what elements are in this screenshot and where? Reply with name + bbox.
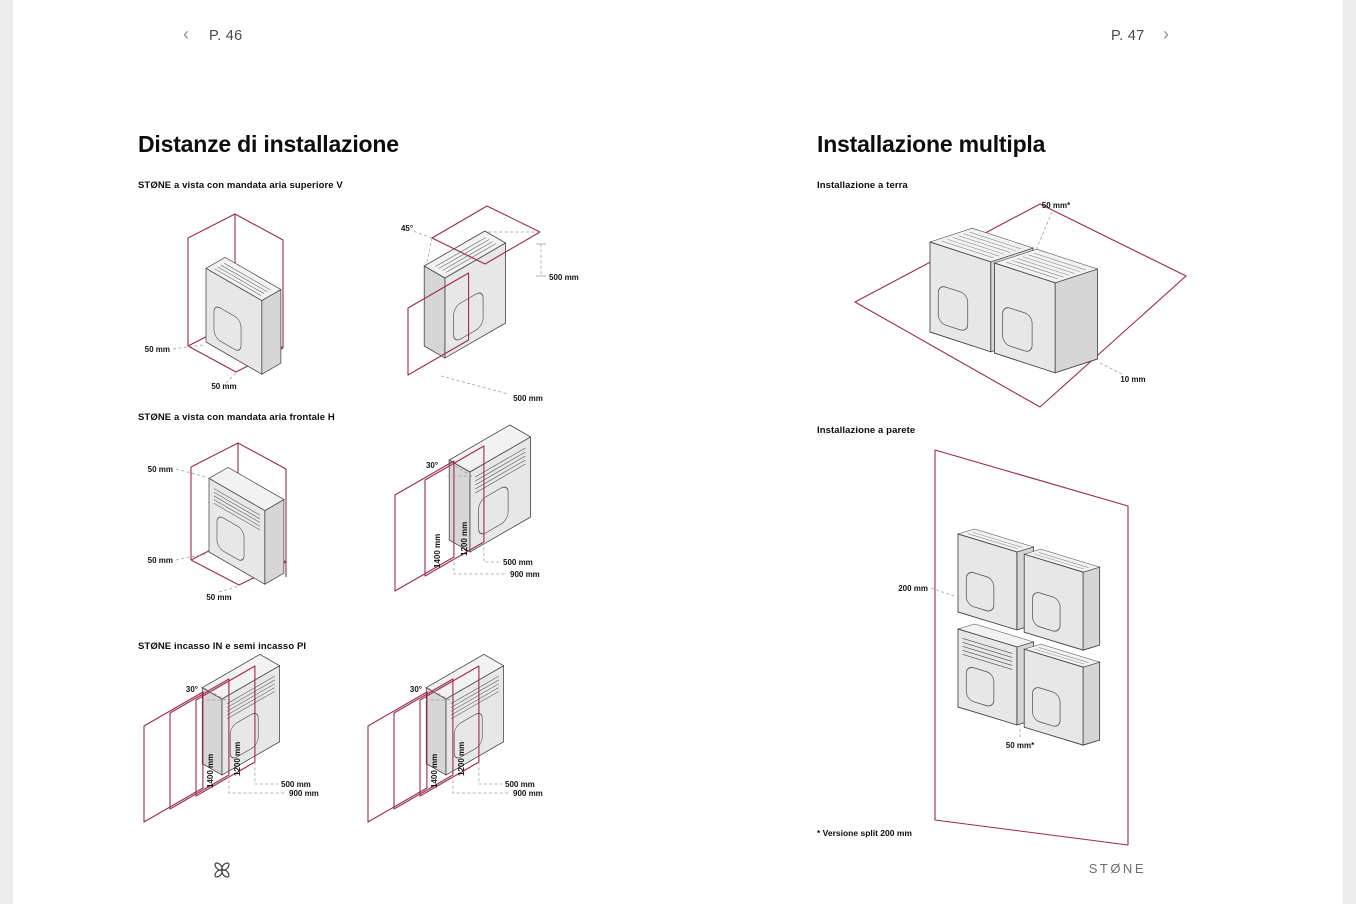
section-label-top-air: STØNE a vista con mandata aria superiore…	[138, 180, 343, 191]
unit-isometric	[1023, 643, 1101, 746]
prev-page-button[interactable]: ‹	[183, 24, 189, 44]
dim-label: 500 mm	[281, 780, 311, 789]
diagram-top-air-corner: 50 mm 50 mm	[145, 213, 284, 391]
clearance-panel	[407, 272, 470, 376]
diagram-top-air-clearance: 45° 500 mm 500 mm	[401, 205, 579, 403]
dim-label: 50 mm	[206, 593, 231, 602]
angle-label: 45°	[401, 224, 413, 233]
unit-isometric	[208, 466, 285, 585]
diagram-semi-recessed-pi: 30° 1400 mm 1200 mm 500 mm 900 mm	[367, 653, 543, 823]
unit-isometric	[423, 230, 507, 359]
diagram-wall-installation: 200 mm 50 mm*	[898, 449, 1129, 846]
page-number-left: P. 46	[209, 28, 243, 44]
dim-label: 1400 mm	[206, 754, 215, 788]
unit-isometric	[205, 256, 282, 375]
diagram-recessed-in: 30° 1400 mm 1200 mm 500 mm 900 mm	[143, 653, 319, 823]
dim-label: 1200 mm	[233, 742, 242, 776]
dim-label: 10 mm	[1120, 375, 1145, 384]
diagram-front-air-niche: 50 mm 50 mm 50 mm	[148, 442, 287, 602]
dim-label: 50 mm	[211, 382, 236, 391]
dim-label: 50 mm	[148, 556, 173, 565]
left-page-edge	[0, 0, 13, 904]
wall-plane	[934, 449, 1129, 846]
unit-isometric	[957, 528, 1034, 631]
page-number-right: P. 47	[1111, 28, 1145, 44]
dim-label: 500 mm	[513, 394, 543, 403]
brand-logo: STØNE	[1088, 861, 1146, 876]
dim-label: 900 mm	[289, 789, 319, 798]
unit-isometric	[993, 248, 1098, 374]
section-label-wall-install: Installazione a parete	[817, 425, 916, 436]
right-page-title: Installazione multipla	[817, 131, 1046, 157]
dim-label: 500 mm	[549, 273, 579, 282]
unit-isometric	[957, 623, 1034, 726]
dim-label: 1400 mm	[430, 754, 439, 788]
angle-label: 30°	[426, 461, 438, 470]
next-page-button[interactable]: ›	[1163, 24, 1169, 44]
section-label-recessed: STØNE incasso IN e semi incasso PI	[138, 641, 307, 652]
right-page-edge	[1343, 0, 1356, 904]
dim-label: 50 mm*	[1006, 741, 1035, 750]
flower-logo-icon	[211, 859, 233, 886]
dim-label: 50 mm	[148, 465, 173, 474]
dim-label: 500 mm	[503, 558, 533, 567]
section-label-front-air: STØNE a vista con mandata aria frontale …	[138, 412, 335, 423]
dim-label: 1400 mm	[433, 534, 442, 568]
dim-label: 1200 mm	[457, 742, 466, 776]
dim-label: 900 mm	[510, 570, 540, 579]
dim-label: 50 mm	[145, 345, 170, 354]
dim-label: 50 mm*	[1042, 201, 1071, 210]
split-version-footnote: * Versione split 200 mm	[817, 828, 912, 838]
dim-label: 900 mm	[513, 789, 543, 798]
dim-label: 1200 mm	[460, 522, 469, 556]
clearance-panel	[143, 691, 204, 823]
angle-label: 30°	[186, 685, 198, 694]
clearance-panel	[367, 691, 428, 823]
section-label-floor-install: Installazione a terra	[817, 180, 908, 191]
angle-label: 30°	[410, 685, 422, 694]
diagram-front-air-clearance: 30° 1400 mm 1200 mm 500 mm 900 mm	[394, 424, 540, 592]
dim-label: 500 mm	[505, 780, 535, 789]
left-page-title: Distanze di installazione	[138, 131, 399, 157]
dim-label: 200 mm	[898, 584, 928, 593]
diagram-floor-installation: 50 mm* 10 mm	[854, 201, 1187, 408]
unit-isometric	[1023, 548, 1101, 651]
